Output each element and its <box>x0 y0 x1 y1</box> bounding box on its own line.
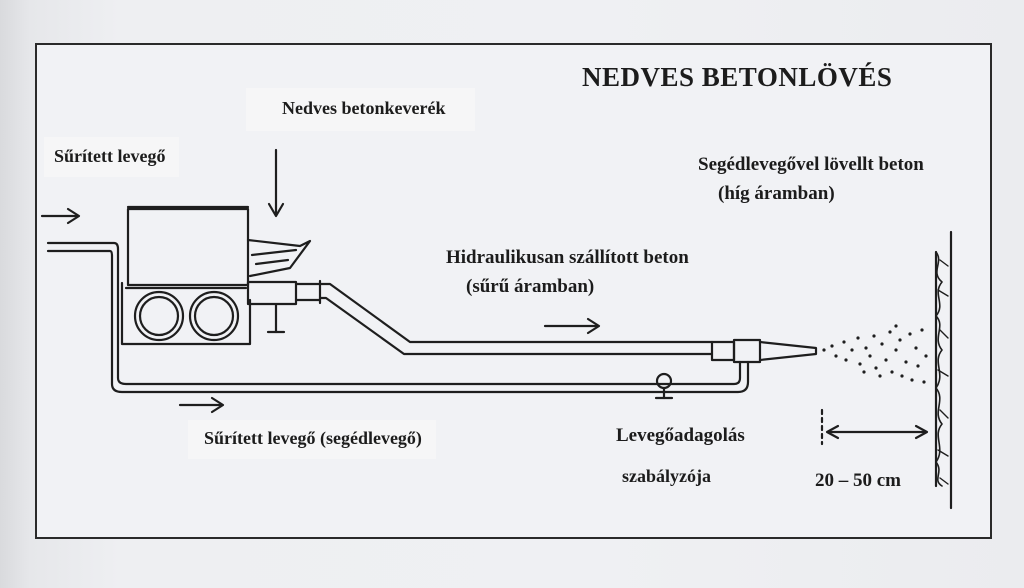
aux-air-shot-label: Segédlevegővel lövellt beton <box>698 154 924 175</box>
wet-mix-label: Nedves betonkeverék <box>246 88 476 131</box>
spray-nozzle <box>710 338 818 364</box>
air-regulator-valve <box>654 372 674 400</box>
aux-air-flow-arrow <box>178 396 225 414</box>
hydraulic-label: Hidraulikusan szállított beton <box>446 247 689 268</box>
spray-pattern <box>822 324 928 384</box>
diagram-title-text: NEDVES BETONLÖVÉS <box>582 62 893 92</box>
distance-dimension <box>820 408 929 446</box>
aux-compressed-air-label: Sűrített levegő (segédlevegő) <box>188 420 436 459</box>
compressed-air-label: Sűrített levegő <box>44 137 180 177</box>
concrete-hose <box>318 282 714 356</box>
concrete-pump-machine <box>120 205 322 346</box>
aux-air-shot-note: (híg áramban) <box>718 183 835 204</box>
concrete-flow-arrow <box>543 317 601 335</box>
air-regulator-label-2: szabályzója <box>622 466 711 486</box>
machine-wheels <box>133 290 240 342</box>
wet-mix-arrow <box>267 148 285 218</box>
wall <box>934 230 953 510</box>
hydraulic-note: (sűrű áramban) <box>466 276 595 297</box>
distance-label: 20 – 50 cm <box>815 470 902 491</box>
air-regulator-label-1: Levegőadagolás <box>616 425 745 446</box>
compressed-air-hose <box>46 241 750 394</box>
compressed-air-arrow <box>40 207 81 225</box>
